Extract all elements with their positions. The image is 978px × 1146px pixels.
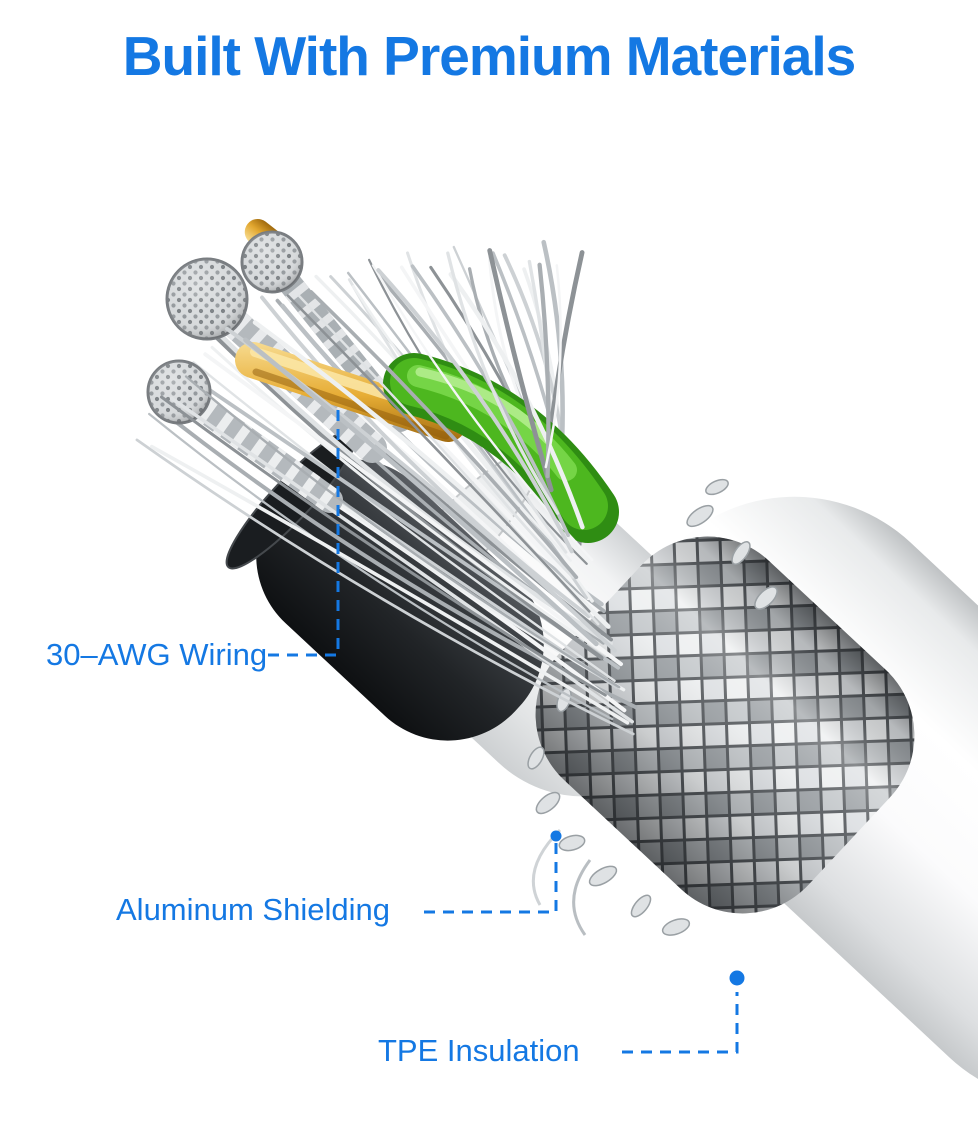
wire-strand bbox=[243, 337, 599, 647]
wire-strand bbox=[203, 352, 623, 667]
leader-dot-insulation bbox=[729, 970, 745, 986]
wire-strand bbox=[309, 290, 579, 580]
leader-line-wiring bbox=[268, 404, 340, 657]
wire-strand bbox=[149, 444, 630, 725]
callout-aluminum-shielding: Aluminum Shielding bbox=[116, 892, 390, 927]
wire-strand bbox=[135, 438, 635, 736]
wire-strand bbox=[487, 248, 554, 493]
leader-dot-shielding bbox=[550, 830, 562, 842]
wire-strand bbox=[376, 268, 574, 554]
callout-30awg-wiring: 30–AWG Wiring bbox=[46, 637, 268, 672]
leader-lines bbox=[268, 404, 745, 1054]
wire-strand bbox=[184, 375, 621, 689]
wire-strand bbox=[210, 345, 616, 661]
page-title: Built With Premium Materials bbox=[122, 25, 856, 87]
wire-strands-front bbox=[149, 248, 634, 725]
wire-strand bbox=[286, 294, 591, 613]
callout-tpe-insulation: TPE Insulation bbox=[378, 1033, 580, 1068]
wire-strand bbox=[446, 251, 560, 515]
leader-line-insulation bbox=[622, 992, 739, 1054]
braid-shield bbox=[535, 536, 915, 914]
wire-strand bbox=[260, 295, 591, 619]
bundle-circle bbox=[146, 359, 212, 425]
bundle-circle bbox=[165, 257, 249, 341]
leader-line-shielding bbox=[424, 840, 558, 914]
wire-strand bbox=[148, 412, 614, 721]
wire-strand bbox=[214, 335, 604, 660]
wire-strand bbox=[192, 361, 616, 682]
wire-strand bbox=[169, 396, 634, 724]
braid-flakes bbox=[527, 478, 778, 936]
wire-strand bbox=[160, 395, 607, 697]
bundle-circle bbox=[240, 230, 304, 294]
wire-strand bbox=[544, 264, 562, 469]
